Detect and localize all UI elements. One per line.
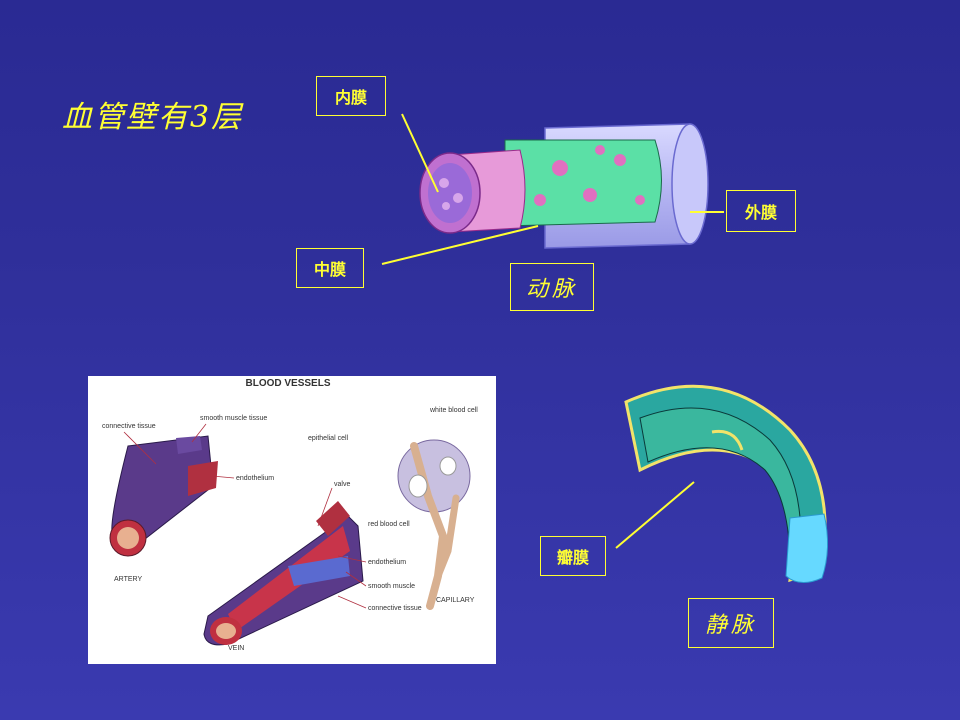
capillary-illustration	[397, 439, 471, 610]
fig-label-connective-2: connective tissue	[368, 605, 422, 612]
label-middle-membrane: 中膜	[296, 248, 364, 288]
pointer-inner	[401, 113, 439, 193]
blood-vessels-figure: BLOOD VESSELS connectiv	[88, 376, 496, 664]
artery-middle-layer	[504, 139, 662, 227]
fig-label-artery: ARTERY	[114, 576, 142, 583]
artery-illustration	[109, 435, 218, 557]
artery-inner-layer	[419, 149, 526, 234]
fig-label-endothelium: endothelium	[236, 475, 274, 482]
label-outer-membrane: 外膜	[726, 190, 796, 232]
figure-heading: BLOOD VESSELS	[245, 378, 330, 389]
fig-label-valve: valve	[334, 481, 350, 488]
fig-label-red-blood-cell: red blood cell	[368, 521, 410, 528]
slide-title: 血管壁有3层	[62, 100, 244, 135]
vein-illustration	[203, 501, 364, 646]
label-valve: 瓣膜	[540, 536, 606, 576]
fig-label-epithelial: epithelial cell	[308, 435, 349, 442]
fig-label-smooth-muscle: smooth muscle tissue	[200, 415, 267, 422]
fig-label-vein: VEIN	[228, 645, 244, 652]
label-artery: 动脉	[510, 263, 594, 311]
fig-label-capillary: CAPILLARY	[436, 597, 475, 604]
fig-label-endothelium-2: endothelium	[368, 559, 406, 566]
fig-label-connective: connective tissue	[102, 423, 156, 430]
label-vein: 静脉	[688, 598, 774, 648]
fig-label-smooth-muscle-2: smooth muscle	[368, 583, 415, 590]
fig-label-white-blood-cell: white blood cell	[429, 407, 478, 414]
pointer-middle	[381, 225, 539, 265]
label-inner-membrane: 内膜	[316, 76, 386, 116]
vein-diagram	[624, 384, 829, 583]
pointer-valve	[615, 481, 695, 549]
